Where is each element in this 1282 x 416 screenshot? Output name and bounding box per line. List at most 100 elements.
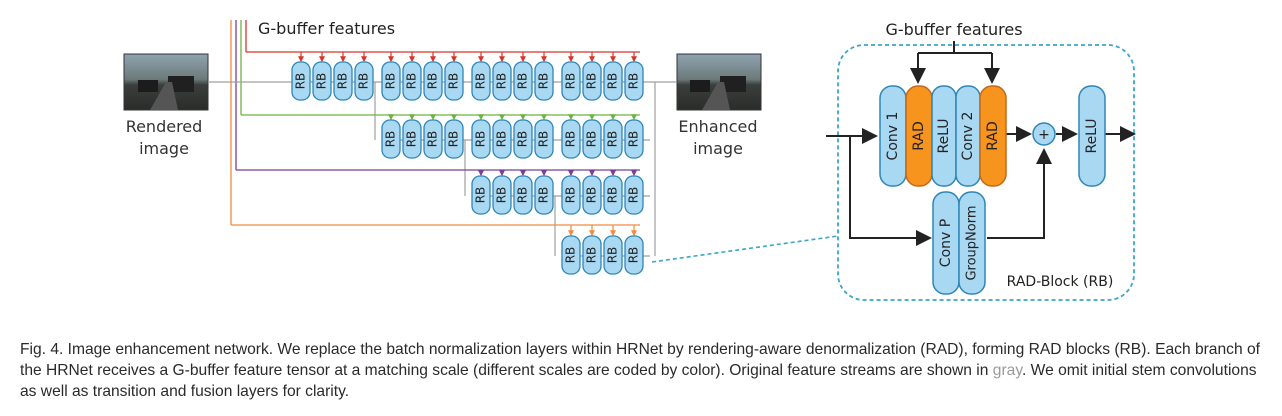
rb-block bbox=[624, 175, 644, 215]
rb-label: RB bbox=[564, 73, 578, 90]
rb-label: RB bbox=[537, 73, 551, 90]
rb-label: RB bbox=[516, 187, 530, 204]
rb-label: RB bbox=[606, 131, 620, 148]
rb-label: RB bbox=[606, 187, 620, 204]
plus-node: + bbox=[1032, 122, 1056, 146]
svg-text:Conv P: Conv P bbox=[938, 219, 954, 267]
rb-block bbox=[513, 61, 533, 101]
rb-label: RB bbox=[627, 131, 641, 148]
caption-text-1: Fig. 4. Image enhancement network. We re… bbox=[20, 341, 1260, 379]
rb-block bbox=[513, 119, 533, 159]
rb-label: RB bbox=[447, 131, 461, 148]
rb-label: RB bbox=[585, 247, 599, 264]
rendered-label-line1: Rendered bbox=[126, 117, 203, 136]
rb-label: RB bbox=[474, 187, 488, 204]
rb-label: RB bbox=[627, 247, 641, 264]
rb-label: RB bbox=[315, 73, 329, 90]
rb-block bbox=[603, 61, 623, 101]
rb-label: RB bbox=[474, 73, 488, 90]
rb-label: RB bbox=[564, 187, 578, 204]
rb-block bbox=[423, 61, 443, 101]
rb-label: RB bbox=[495, 187, 509, 204]
convp-pill: Conv P bbox=[932, 191, 960, 295]
rb-label: RB bbox=[447, 73, 461, 90]
figure-diagram: G-buffer features Rendered image Enhance… bbox=[123, 19, 1136, 301]
rb-block bbox=[624, 235, 644, 275]
rb-label: RB bbox=[357, 73, 371, 90]
zoom-connector bbox=[651, 235, 839, 263]
enhanced-image-thumbnail bbox=[676, 53, 762, 111]
caption-gray-word: gray bbox=[992, 362, 1022, 379]
conv1-pill: Conv 1 bbox=[879, 85, 907, 187]
relu-out-pill: ReLU bbox=[1078, 85, 1106, 187]
rb-block bbox=[534, 175, 554, 215]
rb-block bbox=[444, 61, 464, 101]
rb-block bbox=[582, 235, 602, 275]
svg-text:RAD: RAD bbox=[911, 121, 927, 151]
rb-block bbox=[471, 175, 491, 215]
rb-block bbox=[561, 235, 581, 275]
rb-block bbox=[624, 119, 644, 159]
rb-block bbox=[513, 175, 533, 215]
rb-block bbox=[381, 61, 401, 101]
rb-label: RB bbox=[495, 131, 509, 148]
svg-text:+: + bbox=[1038, 127, 1050, 143]
rendered-image-thumbnail bbox=[123, 53, 209, 111]
rb-block bbox=[402, 61, 422, 101]
rb-block bbox=[402, 119, 422, 159]
rb-block bbox=[492, 175, 512, 215]
rb-label: RB bbox=[384, 131, 398, 148]
rb-block bbox=[471, 119, 491, 159]
rb-block bbox=[624, 61, 644, 101]
gbuffer-arrows-right bbox=[910, 41, 1000, 84]
rb-block bbox=[534, 61, 554, 101]
rb-label: RB bbox=[606, 247, 620, 264]
rb-block bbox=[561, 119, 581, 159]
rb-block bbox=[582, 175, 602, 215]
rb-label: RB bbox=[426, 131, 440, 148]
svg-text:Conv 2: Conv 2 bbox=[960, 112, 976, 161]
enhanced-label-line1: Enhanced bbox=[678, 117, 757, 136]
rb-label: RB bbox=[585, 187, 599, 204]
gray-feature-streams bbox=[208, 81, 676, 256]
rb-block bbox=[603, 119, 623, 159]
rb-label: RB bbox=[516, 131, 530, 148]
rb-block bbox=[534, 119, 554, 159]
rb-block bbox=[471, 61, 491, 101]
svg-text:GroupNorm: GroupNorm bbox=[965, 205, 980, 280]
rb-label: RB bbox=[405, 131, 419, 148]
rb-label: RB bbox=[564, 247, 578, 264]
rb-block bbox=[582, 119, 602, 159]
rb-block bbox=[312, 61, 332, 101]
rb-block bbox=[354, 61, 374, 101]
rb-label: RB bbox=[516, 73, 530, 90]
svg-text:Conv 1: Conv 1 bbox=[885, 112, 901, 161]
rb-block bbox=[561, 61, 581, 101]
rb-label: RB bbox=[495, 73, 509, 90]
rad-block-frame bbox=[837, 44, 1135, 301]
rb-label: RB bbox=[537, 131, 551, 148]
svg-text:ReLU: ReLU bbox=[1084, 118, 1100, 153]
enhanced-label-line2: image bbox=[693, 139, 743, 158]
relu1-pill: ReLU bbox=[931, 85, 957, 187]
figure-caption: Fig. 4. Image enhancement network. We re… bbox=[20, 339, 1265, 402]
rb-blocks: RB RB RB RB RB RB RB RB RB RB RB RB RB RB RB RB RB RB RB RB… bbox=[291, 52, 650, 275]
rb-label: RB bbox=[474, 131, 488, 148]
rb-label: RB bbox=[405, 73, 419, 90]
rad-block-title: RAD-Block (RB) bbox=[1007, 274, 1114, 290]
rb-label: RB bbox=[606, 73, 620, 90]
rb-label: RB bbox=[336, 73, 350, 90]
rb-block bbox=[381, 119, 401, 159]
rb-label: RB bbox=[384, 73, 398, 90]
rb-label: RB bbox=[585, 73, 599, 90]
rb-block bbox=[582, 61, 602, 101]
rb-label: RB bbox=[564, 131, 578, 148]
rb-label: RB bbox=[294, 73, 308, 90]
rb-block bbox=[291, 61, 311, 101]
rb-block bbox=[423, 119, 443, 159]
conv2-pill: Conv 2 bbox=[955, 85, 981, 187]
rb-label: RB bbox=[627, 73, 641, 90]
rb-block bbox=[603, 175, 623, 215]
rb-block bbox=[492, 119, 512, 159]
rad-flow-arrows bbox=[826, 126, 1136, 246]
